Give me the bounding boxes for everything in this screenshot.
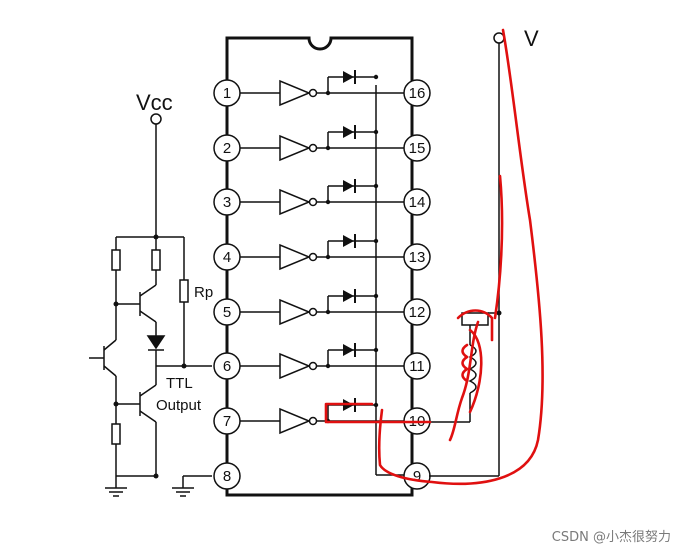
inverter-symbol — [279, 79, 311, 107]
diode-symbol — [343, 235, 354, 247]
ttl-output-circuit — [89, 113, 212, 497]
pin-6: 6 — [213, 352, 241, 380]
pin-number: 12 — [409, 304, 426, 321]
driver-channel-1 — [240, 70, 404, 107]
ttl-label: TTL — [166, 375, 193, 392]
pin-5: 5 — [213, 298, 241, 326]
pin-number: 5 — [223, 304, 231, 321]
pin-3: 3 — [213, 188, 241, 216]
pin-1: 1 — [213, 79, 241, 107]
pin-14: 14 — [403, 188, 431, 216]
inverter-symbol — [279, 352, 311, 380]
diode-symbol — [343, 290, 354, 302]
ground-pin8 — [172, 475, 212, 497]
pin-number: 13 — [409, 249, 426, 266]
pin-number: 9 — [413, 468, 421, 485]
driver-channel-4 — [240, 234, 404, 271]
inverter-symbol — [279, 134, 311, 162]
pin-number: 1 — [223, 85, 231, 102]
pin-16: 16 — [403, 79, 431, 107]
pin-number: 11 — [409, 358, 425, 375]
driver-channels — [240, 70, 404, 435]
pin-12: 12 — [403, 298, 431, 326]
pin-7: 7 — [213, 407, 241, 435]
pin-15: 15 — [403, 134, 431, 162]
diode-symbol — [343, 71, 354, 83]
driver-channel-3 — [240, 179, 404, 216]
output-label: Output — [156, 397, 202, 414]
pin-number: 2 — [223, 140, 231, 157]
junction-dots — [113, 234, 502, 479]
watermark: CSDN @小杰很努力 — [552, 530, 671, 545]
inverter-symbol — [279, 407, 311, 435]
pin-number: 3 — [223, 194, 231, 211]
diode-symbol — [343, 180, 354, 192]
pin-11: 11 — [403, 352, 431, 380]
pin-9: 9 — [403, 462, 431, 490]
pin-4: 4 — [213, 243, 241, 271]
ic-body — [225, 36, 414, 497]
pin-2: 2 — [213, 134, 241, 162]
driver-channel-5 — [240, 289, 404, 326]
red-annotation — [324, 28, 544, 486]
diode-symbol — [343, 126, 354, 138]
inverter-symbol — [279, 298, 311, 326]
driver-channel-6 — [240, 343, 404, 380]
pin-number: 16 — [409, 85, 426, 102]
vcc-label: Vcc — [136, 90, 173, 115]
driver-channel-2 — [240, 125, 404, 162]
pin-number: 8 — [223, 468, 231, 485]
v-terminal — [429, 32, 505, 477]
v-label: V — [524, 26, 539, 51]
pin-number: 14 — [409, 194, 426, 211]
pin-8: 8 — [213, 462, 241, 490]
inverter-symbol — [279, 243, 311, 271]
inverter-symbol — [279, 188, 311, 216]
pin-number: 15 — [409, 140, 426, 157]
pin-number: 4 — [223, 249, 231, 266]
left-pins: 1 2 3 4 5 6 7 8 — [213, 79, 241, 490]
pin-number: 7 — [223, 413, 231, 430]
diode-symbol — [343, 344, 354, 356]
pin-13: 13 — [403, 243, 431, 271]
pin-number: 6 — [223, 358, 231, 375]
rp-label: Rp — [194, 284, 213, 301]
